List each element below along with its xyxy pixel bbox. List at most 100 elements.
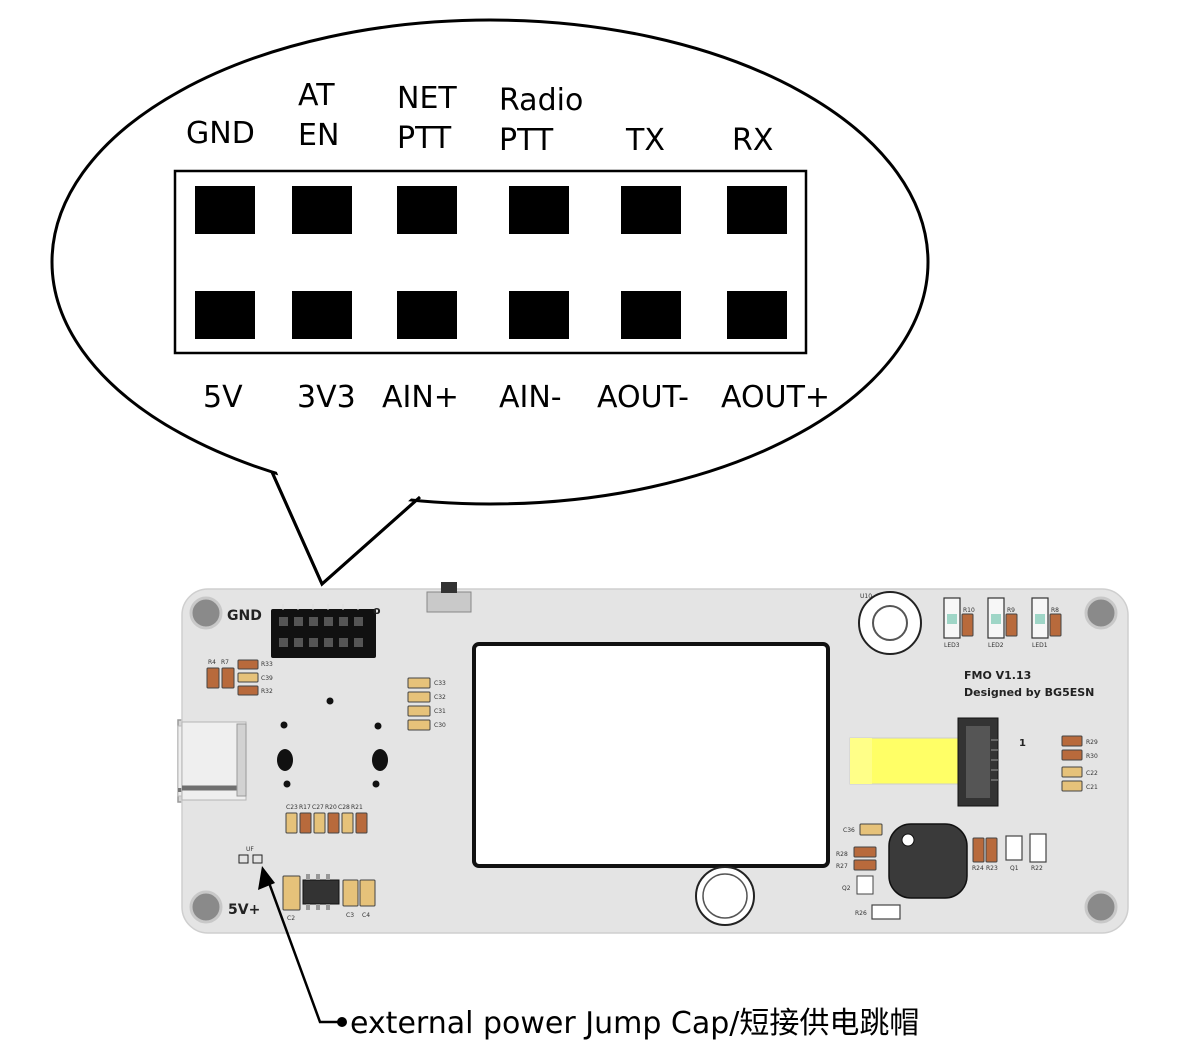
ribbon-connector <box>849 717 999 807</box>
mount-hole <box>1084 890 1118 924</box>
pin-pad <box>621 291 681 339</box>
jump-cap-callout <box>258 866 347 1027</box>
pin-label-aout-plus: AOUT+ <box>721 380 830 415</box>
pin-pad <box>727 186 787 234</box>
mount-hole <box>189 890 223 924</box>
pin-pad <box>509 291 569 339</box>
mount-hole-display <box>695 866 755 926</box>
svg-text:R30: R30 <box>1086 753 1098 760</box>
pin-label-radio-ptt: PTT <box>499 123 554 158</box>
pin-pad <box>292 186 352 234</box>
pin-pads <box>195 186 787 339</box>
pin-label-aout-minus: AOUT- <box>597 380 689 415</box>
smd-cluster-c30: C33 C32 C31 C30 <box>407 677 446 731</box>
pin-pad <box>292 291 352 339</box>
mount-holes <box>189 596 1118 924</box>
svg-text:R20: R20 <box>325 804 337 811</box>
bottom-pin-labels: 5V 3V3 AIN+ AIN- AOUT- AOUT+ <box>203 380 830 415</box>
pin-pad <box>509 186 569 234</box>
svg-text:LED1: LED1 <box>1032 642 1048 649</box>
svg-text:U10: U10 <box>860 593 872 600</box>
pin-label-rx: RX <box>732 123 773 158</box>
pin-label-tx: TX <box>625 123 665 158</box>
buzzer <box>888 823 968 899</box>
svg-text:C32: C32 <box>434 694 446 701</box>
smd-cluster-left: R4 R7 R33 C39 R32 <box>206 659 273 696</box>
pin1-marker: o <box>373 604 381 617</box>
svg-text:R33: R33 <box>261 661 273 668</box>
power-section: C2 C3 C4 <box>282 874 376 922</box>
board-designer: Designed by BG5ESN <box>964 686 1094 699</box>
silk-gnd-label: GND <box>227 608 262 624</box>
pin-label-radio: Radio <box>499 83 583 118</box>
pin-header-frame <box>173 169 808 355</box>
svg-text:R27: R27 <box>836 863 848 870</box>
smd-cluster-c23: C23 R17 C27 R20 C28 R21 <box>285 804 368 834</box>
through-holes <box>277 697 388 788</box>
svg-text:LED3: LED3 <box>944 642 960 649</box>
smd-cluster-r29: R29 R30 C22 C21 <box>1061 735 1098 792</box>
pin-pad <box>397 291 457 339</box>
svg-text:R32: R32 <box>261 688 273 695</box>
top-pin-labels: GND AT EN NET PTT Radio PTT TX RX <box>186 78 773 158</box>
pin-label-5v: 5V <box>203 380 243 415</box>
svg-text:C27: C27 <box>312 804 324 811</box>
svg-text:R4: R4 <box>208 659 216 666</box>
svg-text:R24: R24 <box>972 865 984 872</box>
silk-5v-label: 5V+ <box>228 902 260 918</box>
u10-hole <box>858 591 922 655</box>
pin-pad <box>195 186 255 234</box>
svg-text:C36: C36 <box>843 827 855 834</box>
svg-text:R17: R17 <box>299 804 311 811</box>
svg-text:C22: C22 <box>1086 770 1098 777</box>
pin-label-3v3: 3V3 <box>297 380 356 415</box>
push-button <box>426 582 472 613</box>
pin-label-en: EN <box>298 118 339 153</box>
pin-label-ain-plus: AIN+ <box>382 380 459 415</box>
led-cluster: R10 LED3 R9 LED2 R8 LED1 <box>943 597 1062 649</box>
svg-text:C21: C21 <box>1086 784 1098 791</box>
svg-text:C3: C3 <box>346 912 354 919</box>
svg-text:C28: C28 <box>338 804 350 811</box>
svg-text:C33: C33 <box>434 680 446 687</box>
svg-text:C2: C2 <box>287 915 295 922</box>
mount-hole <box>189 596 223 630</box>
svg-text:R28: R28 <box>836 851 848 858</box>
pin-label-at: AT <box>298 78 335 113</box>
pin-pad <box>195 291 255 339</box>
uf-jumper: UF <box>238 846 263 864</box>
pin-pad <box>397 186 457 234</box>
svg-text:C23: C23 <box>286 804 298 811</box>
svg-text:R10: R10 <box>963 607 975 614</box>
svg-text:LED2: LED2 <box>988 642 1004 649</box>
svg-text:C30: C30 <box>434 722 446 729</box>
smd-cluster-c36: C36 R28 R27 Q2 R26 <box>836 823 901 920</box>
board-title: FMO V1.13 <box>964 669 1031 682</box>
mount-hole <box>1084 596 1118 630</box>
svg-text:Q2: Q2 <box>842 885 851 892</box>
jump-cap-caption: external power Jump Cap/短接供电跳帽 <box>350 1006 919 1041</box>
svg-text:C39: C39 <box>261 675 273 682</box>
pin-label-net-ptt: PTT <box>397 121 452 156</box>
lcd-display <box>472 642 830 868</box>
svg-text:Q1: Q1 <box>1010 865 1019 872</box>
pin-label-net: NET <box>397 81 457 116</box>
svg-text:R29: R29 <box>1086 739 1098 746</box>
svg-text:R26: R26 <box>855 910 867 917</box>
board-pin-header <box>271 604 376 658</box>
connector-pin1-mark: 1 <box>1019 738 1026 749</box>
svg-text:R8: R8 <box>1051 607 1059 614</box>
svg-text:C31: C31 <box>434 708 446 715</box>
pcb-board: GND 5V+ o <box>177 582 1129 934</box>
svg-text:R7: R7 <box>221 659 229 666</box>
pin-label-ain-minus: AIN- <box>499 380 562 415</box>
svg-text:R21: R21 <box>351 804 363 811</box>
svg-text:UF: UF <box>246 846 254 853</box>
svg-text:R22: R22 <box>1031 865 1043 872</box>
pin-label-gnd: GND <box>186 116 255 151</box>
svg-text:R9: R9 <box>1007 607 1015 614</box>
pin-pad <box>727 291 787 339</box>
svg-text:C4: C4 <box>362 912 370 919</box>
pin-pad <box>621 186 681 234</box>
